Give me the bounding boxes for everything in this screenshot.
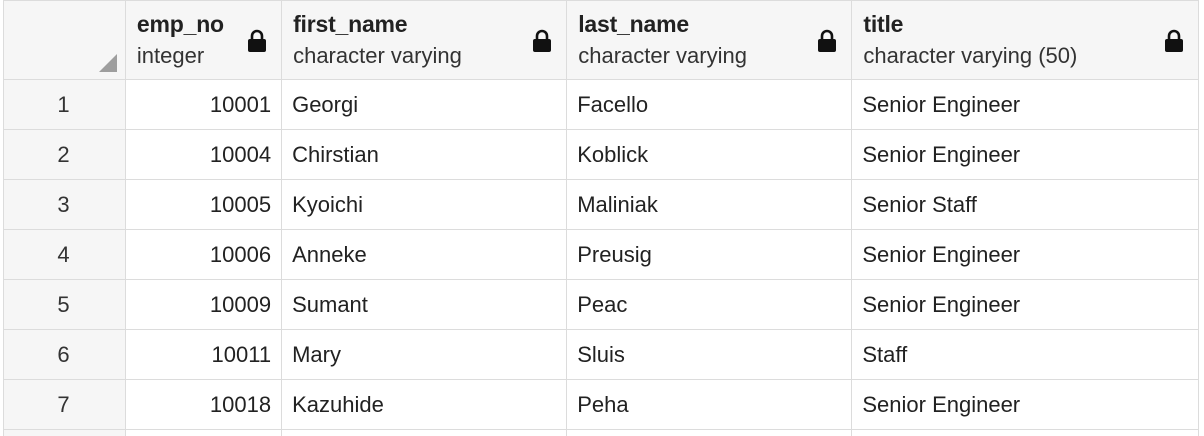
cell-emp-no[interactable]: 10006 xyxy=(124,229,283,280)
cell-title[interactable]: Staff xyxy=(851,329,1199,380)
table-row[interactable]: 5 10009 Sumant Peac Senior Engineer xyxy=(3,279,1199,330)
column-header-first-name[interactable]: first_name character varying xyxy=(281,0,568,80)
cell-emp-no[interactable]: 10011 xyxy=(124,329,283,380)
column-header-last-name[interactable]: last_name character varying xyxy=(566,0,853,80)
cell-emp-no[interactable]: 10004 xyxy=(124,129,283,180)
cell-emp-no xyxy=(124,429,283,436)
cell-emp-no[interactable]: 10001 xyxy=(124,79,283,130)
table-row-partial xyxy=(3,429,1199,436)
cell-last-name[interactable]: Peha xyxy=(566,379,853,430)
lock-icon xyxy=(1165,29,1183,52)
cell-last-name[interactable]: Preusig xyxy=(566,229,853,280)
lock-icon xyxy=(533,29,552,52)
cell-title[interactable]: Senior Staff xyxy=(851,179,1199,230)
table-row[interactable]: 3 10005 Kyoichi Maliniak Senior Staff xyxy=(3,179,1199,230)
column-name: last_name xyxy=(578,11,689,37)
column-type: character varying (50) xyxy=(863,43,1078,68)
header-row: emp_no integer first_name character vary… xyxy=(3,0,1199,80)
cell-first-name[interactable]: Kyoichi xyxy=(281,179,568,230)
column-name: emp_no xyxy=(136,11,224,37)
cell-last-name[interactable]: Koblick xyxy=(566,129,853,180)
cell-title[interactable]: Senior Engineer xyxy=(851,79,1199,130)
column-name: first_name xyxy=(293,11,408,37)
column-type: integer xyxy=(136,43,205,68)
lock-icon xyxy=(248,29,267,52)
cell-title[interactable]: Senior Engineer xyxy=(851,129,1199,180)
column-type: character varying xyxy=(293,43,462,68)
table-row[interactable]: 6 10011 Mary Sluis Staff xyxy=(3,329,1199,380)
table-row[interactable]: 2 10004 Chirstian Koblick Senior Enginee… xyxy=(3,129,1199,180)
cell-last-name xyxy=(566,429,853,436)
table-row[interactable]: 7 10018 Kazuhide Peha Senior Engineer xyxy=(3,379,1199,430)
cell-first-name[interactable]: Sumant xyxy=(281,279,568,330)
cell-first-name[interactable]: Anneke xyxy=(281,229,568,280)
cell-last-name[interactable]: Facello xyxy=(566,79,853,130)
cell-emp-no[interactable]: 10005 xyxy=(124,179,283,230)
cell-first-name[interactable]: Georgi xyxy=(281,79,568,130)
results-table: emp_no integer first_name character vary… xyxy=(3,0,1199,436)
cell-first-name[interactable]: Kazuhide xyxy=(281,379,568,430)
cell-title xyxy=(851,429,1199,436)
cell-title[interactable]: Senior Engineer xyxy=(851,229,1199,280)
cell-last-name[interactable]: Maliniak xyxy=(566,179,853,230)
cell-emp-no[interactable]: 10009 xyxy=(124,279,283,330)
column-type: character varying xyxy=(578,43,747,68)
cell-first-name[interactable]: Chirstian xyxy=(281,129,568,180)
row-number[interactable]: 3 xyxy=(3,179,126,230)
cell-last-name[interactable]: Sluis xyxy=(566,329,853,380)
lock-icon xyxy=(818,29,837,52)
column-name: title xyxy=(863,11,904,37)
column-header-title[interactable]: title character varying (50) xyxy=(851,0,1199,80)
cell-title[interactable]: Senior Engineer xyxy=(851,379,1199,430)
table-row[interactable]: 1 10001 Georgi Facello Senior Engineer xyxy=(3,79,1199,130)
column-header-emp-no[interactable]: emp_no integer xyxy=(124,0,283,80)
cell-last-name[interactable]: Peac xyxy=(566,279,853,330)
row-number[interactable]: 7 xyxy=(3,379,126,430)
row-number[interactable]: 5 xyxy=(3,279,126,330)
cell-first-name[interactable]: Mary xyxy=(281,329,568,380)
row-number[interactable]: 6 xyxy=(3,329,126,380)
cell-title[interactable]: Senior Engineer xyxy=(851,279,1199,330)
cell-emp-no[interactable]: 10018 xyxy=(124,379,283,430)
row-number[interactable]: 4 xyxy=(3,229,126,280)
cell-first-name xyxy=(281,429,568,436)
row-number xyxy=(3,429,126,436)
table-row[interactable]: 4 10006 Anneke Preusig Senior Engineer xyxy=(3,229,1199,280)
select-all-corner[interactable] xyxy=(3,0,126,80)
row-number[interactable]: 1 xyxy=(3,79,126,130)
corner-triangle-icon[interactable] xyxy=(98,54,117,72)
row-number[interactable]: 2 xyxy=(3,129,126,180)
